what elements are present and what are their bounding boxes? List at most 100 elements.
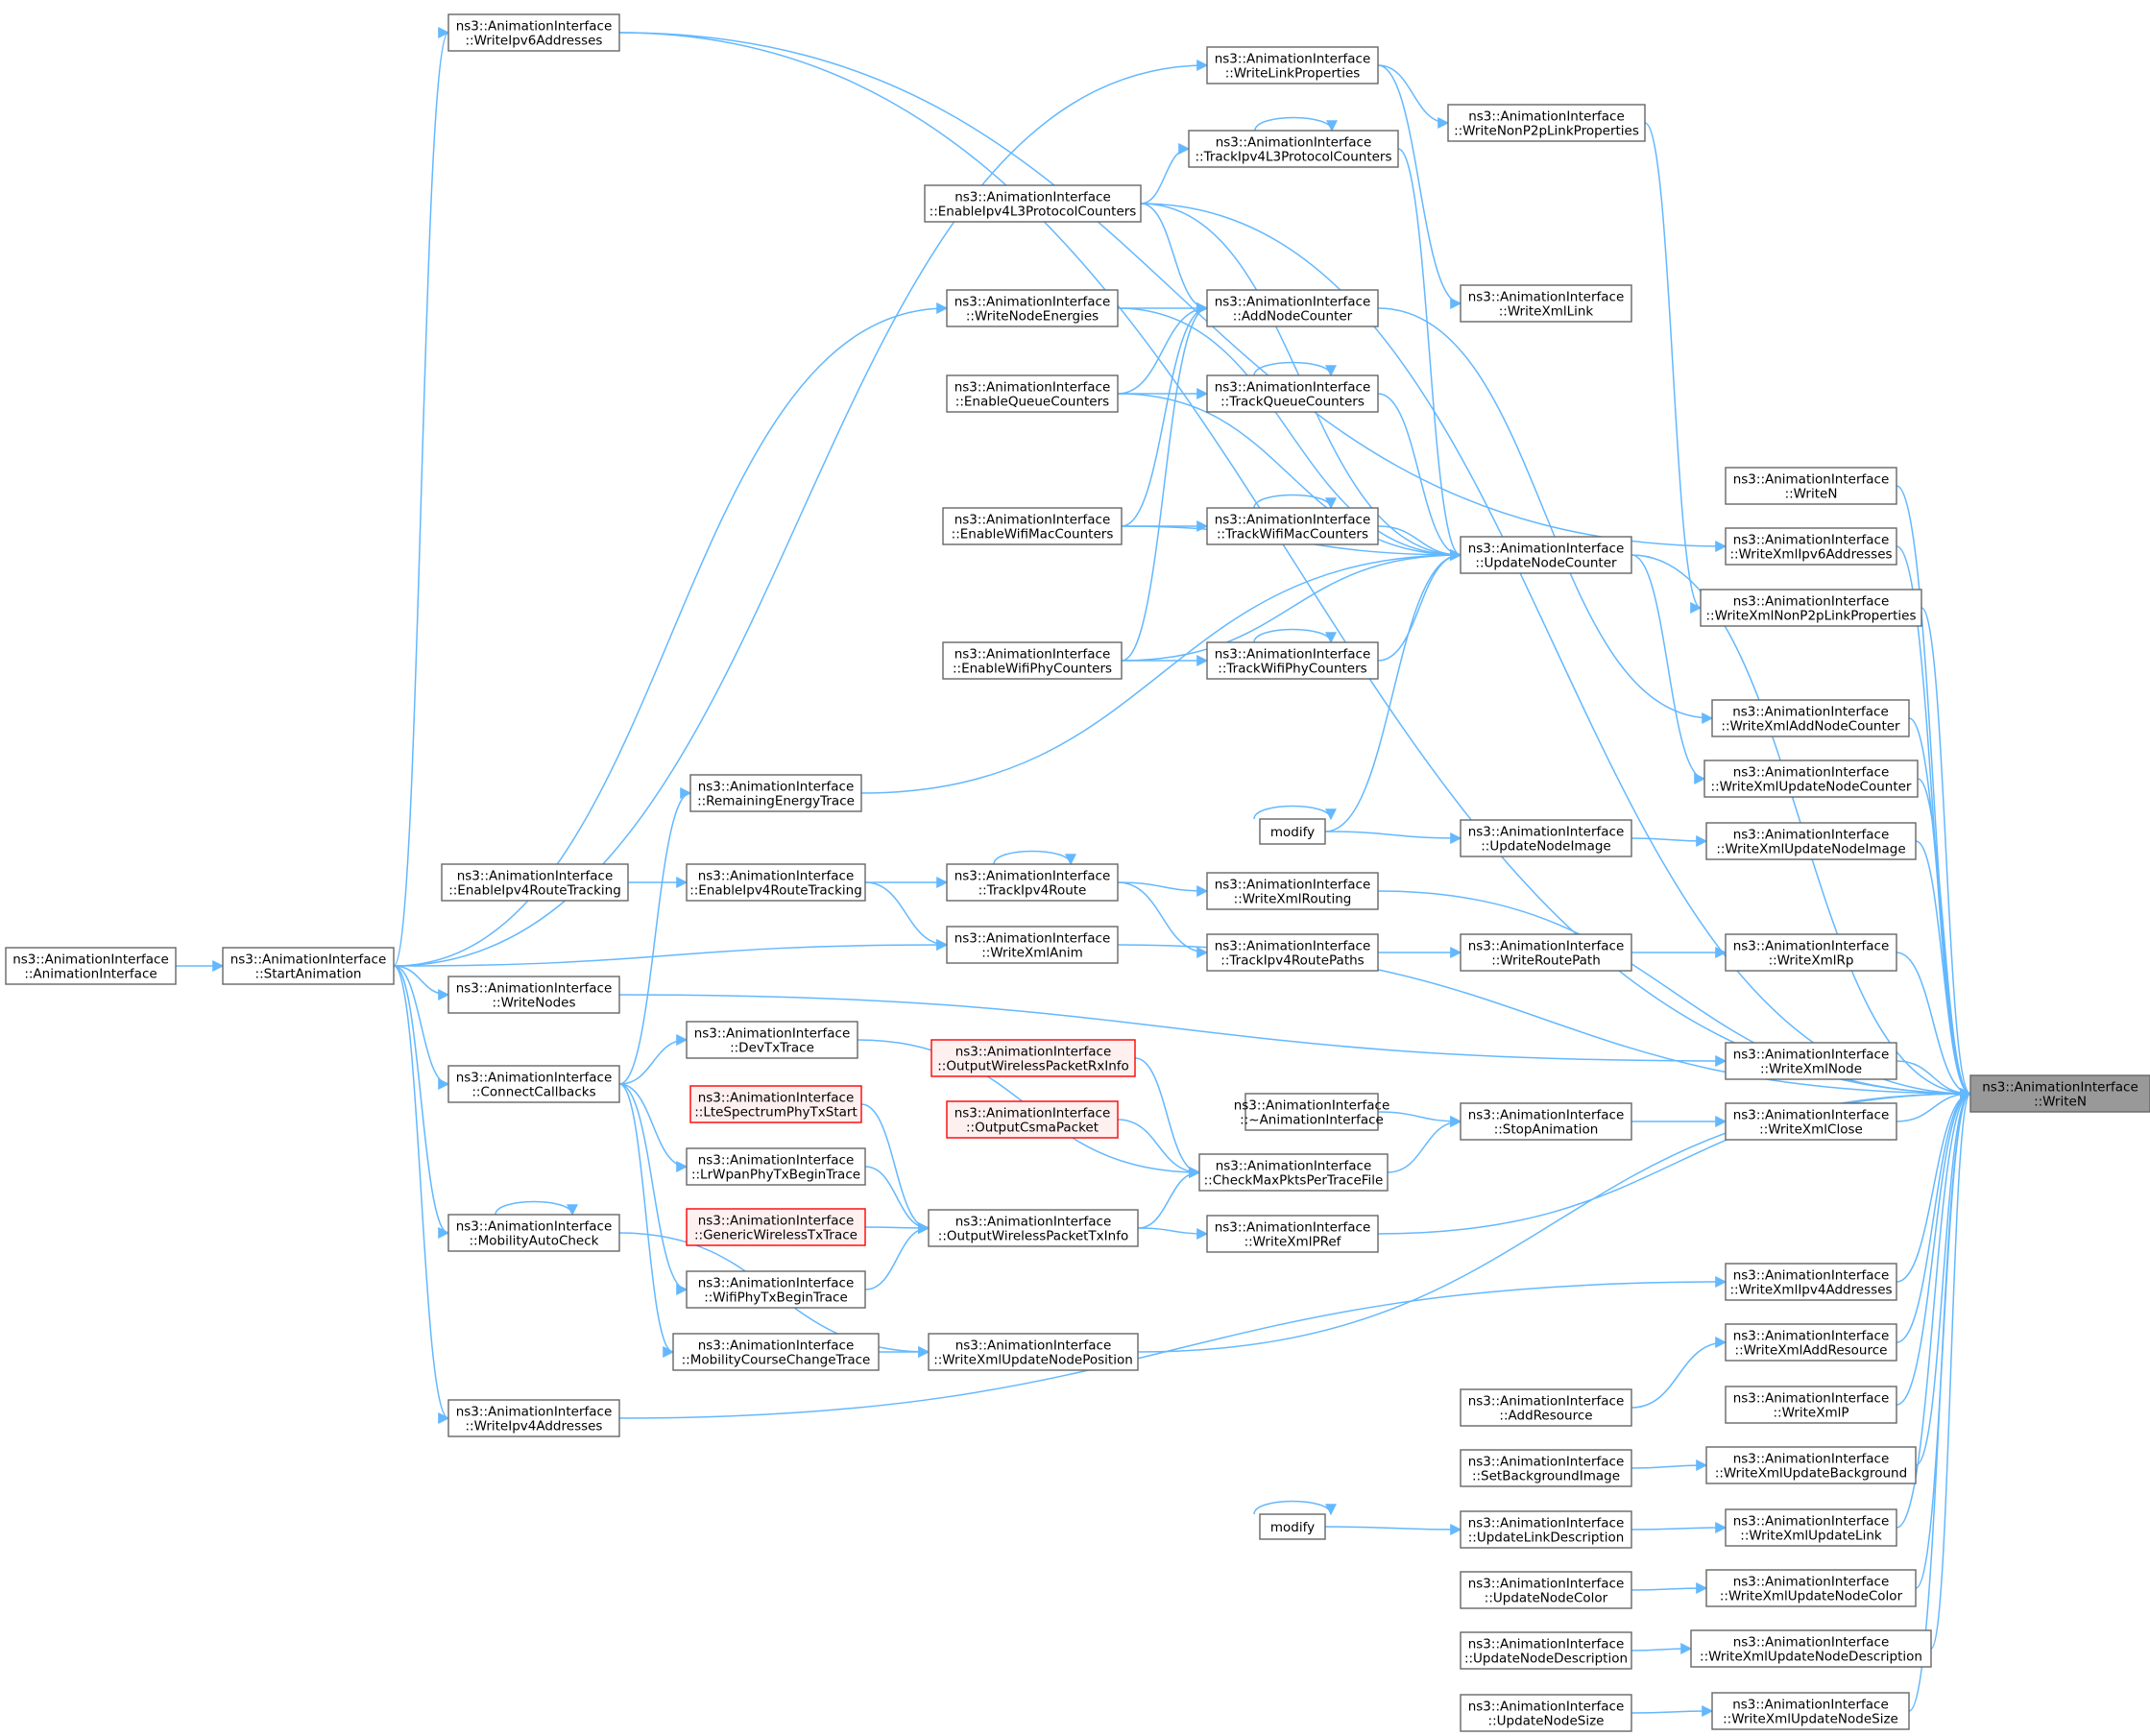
node-add-node-counter[interactable]: ns3::AnimationInterface::AddNodeCounter (1206, 289, 1379, 327)
node-write-n[interactable]: ns3::AnimationInterface::WriteN (1969, 1074, 2150, 1113)
node-write-xml-add-resource[interactable]: ns3::AnimationInterface::WriteXmlAddReso… (1725, 1323, 1897, 1362)
node-write-nodes[interactable]: ns3::AnimationInterface::WriteNodes (447, 976, 620, 1014)
node-update-node-image[interactable]: ns3::AnimationInterface::UpdateNodeImage (1460, 819, 1632, 857)
node-box (686, 1147, 866, 1186)
node-label: ::WriteXmlNode (1760, 1062, 1862, 1077)
node-r-write-n[interactable]: ns3::AnimationInterface::WriteN (1725, 467, 1897, 505)
node-output-wireless-packet-rx-info[interactable]: ns3::AnimationInterface::OutputWirelessP… (930, 1039, 1136, 1077)
node-output-csma-packet[interactable]: ns3::AnimationInterface::OutputCsmaPacke… (946, 1100, 1119, 1139)
node-label: ::WifiPhyTxBeginTrace (704, 1290, 848, 1306)
node-add-resource[interactable]: ns3::AnimationInterface::AddResource (1460, 1388, 1632, 1427)
node-anim-ctor[interactable]: ns3::AnimationInterface::AnimationInterf… (5, 947, 177, 985)
node-lr-wpan-phy-tx-begin-trace[interactable]: ns3::AnimationInterface::LrWpanPhyTxBegi… (686, 1147, 866, 1186)
node-update-node-counter[interactable]: ns3::AnimationInterface::UpdateNodeCount… (1460, 536, 1632, 574)
node-label: ::WriteXmlLink (1499, 304, 1594, 320)
node-enable-wifi-phy-counters[interactable]: ns3::AnimationInterface::EnableWifiPhyCo… (942, 641, 1123, 680)
node-mobility-course-change-trace[interactable]: ns3::AnimationInterface::MobilityCourseC… (672, 1333, 880, 1371)
node-mobility-auto-check[interactable]: ns3::AnimationInterface::MobilityAutoChe… (447, 1214, 620, 1252)
node-start-animation[interactable]: ns3::AnimationInterface::StartAnimation (222, 947, 395, 985)
edges (176, 27, 1972, 1718)
node-write-non-p2p-link-properties[interactable]: ns3::AnimationInterface::WriteNonP2pLink… (1447, 104, 1646, 142)
node-output-wireless-packet-tx-info[interactable]: ns3::AnimationInterface::OutputWirelessP… (928, 1209, 1139, 1247)
edge-write-xml-rp-to-write-n (1896, 952, 1972, 1099)
edge-track-ipv4-route-to-write-xml-routing (1117, 881, 1209, 897)
edge-enable-ipv4-l3-protocol-counters-to-track-ipv4-l3-protocol-counters (1140, 143, 1191, 205)
edge-output-csma-packet-to-check-max-pkts-per-trace-file (1117, 1119, 1201, 1178)
node-write-xml-p[interactable]: ns3::AnimationInterface::WriteXmlP (1725, 1386, 1897, 1424)
edge-track-wifi-mac-counters-to-update-node-counter (1377, 525, 1462, 561)
node-modify2[interactable]: modify (1259, 1513, 1326, 1540)
node-track-ipv4-route[interactable]: ns3::AnimationInterface::TrackIpv4Route (946, 863, 1119, 902)
node-update-node-description[interactable]: ns3::AnimationInterface::UpdateNodeDescr… (1460, 1631, 1632, 1670)
node-label: ns3::AnimationInterface (954, 1106, 1111, 1121)
node-enable-ipv4-route-tracking1[interactable]: ns3::AnimationInterface::EnableIpv4Route… (441, 863, 629, 902)
node-update-link-description[interactable]: ns3::AnimationInterface::UpdateLinkDescr… (1460, 1510, 1632, 1549)
node-write-xml-non-p2p-link-properties[interactable]: ns3::AnimationInterface::WriteXmlNonP2pL… (1700, 589, 1922, 627)
node-stop-animation[interactable]: ns3::AnimationInterface::StopAnimation (1460, 1102, 1632, 1141)
node-track-wifi-phy-counters[interactable]: ns3::AnimationInterface::TrackWifiPhyCou… (1206, 641, 1379, 680)
node-update-node-color[interactable]: ns3::AnimationInterface::UpdateNodeColor (1460, 1571, 1632, 1609)
node-set-background-image[interactable]: ns3::AnimationInterface::SetBackgroundIm… (1460, 1449, 1632, 1487)
node-label: ns3::AnimationInterface (954, 513, 1111, 528)
node-write-xml-update-node-image[interactable]: ns3::AnimationInterface::WriteXmlUpdateN… (1705, 822, 1917, 860)
edge-enable-wifi-phy-counters-to-update-node-counter (1121, 549, 1462, 662)
node-write-xml-routing[interactable]: ns3::AnimationInterface::WriteXmlRouting (1206, 872, 1379, 910)
node-connect-callbacks[interactable]: ns3::AnimationInterface::ConnectCallback… (447, 1065, 620, 1103)
node-write-xml-close[interactable]: ns3::AnimationInterface::WriteXmlClose (1725, 1102, 1897, 1141)
node-write-xml-update-node-color[interactable]: ns3::AnimationInterface::WriteXmlUpdateN… (1705, 1569, 1917, 1607)
edge-start-animation-to-write-nodes (393, 965, 450, 1001)
node-label: ns3::AnimationInterface (954, 190, 1111, 205)
node-write-route-path[interactable]: ns3::AnimationInterface::WriteRoutePath (1460, 933, 1632, 972)
node-write-node-energies[interactable]: ns3::AnimationInterface::WriteNodeEnergi… (946, 289, 1119, 327)
node-dev-tx-trace[interactable]: ns3::AnimationInterface::DevTxTrace (686, 1021, 858, 1059)
node-write-ipv4-addresses[interactable]: ns3::AnimationInterface::WriteIpv4Addres… (447, 1399, 620, 1437)
node-write-xml-update-node-position[interactable]: ns3::AnimationInterface::WriteXmlUpdateN… (928, 1333, 1139, 1371)
node-write-link-properties[interactable]: ns3::AnimationInterface::WriteLinkProper… (1206, 46, 1379, 84)
node-destructor[interactable]: ns3::AnimationInterface::~AnimationInter… (1234, 1093, 1390, 1131)
node-write-xml-anim[interactable]: ns3::AnimationInterface::WriteXmlAnim (946, 926, 1119, 964)
node-write-xml-update-link[interactable]: ns3::AnimationInterface::WriteXmlUpdateL… (1725, 1508, 1897, 1547)
node-write-xml-node[interactable]: ns3::AnimationInterface::WriteXmlNode (1725, 1042, 1897, 1080)
node-label: ns3::AnimationInterface (230, 952, 387, 968)
node-box (1725, 1386, 1897, 1424)
node-label: ::WriteNodes (492, 996, 575, 1011)
node-write-xml-update-node-description[interactable]: ns3::AnimationInterface::WriteXmlUpdateN… (1690, 1629, 1932, 1668)
node-box (1711, 1692, 1910, 1730)
node-label: ns3::AnimationInterface (1733, 1635, 1890, 1651)
node-write-xml-update-node-counter[interactable]: ns3::AnimationInterface::WriteXmlUpdateN… (1703, 760, 1919, 798)
node-check-max-pkts-per-trace-file[interactable]: ns3::AnimationInterface::CheckMaxPktsPer… (1198, 1153, 1389, 1192)
node-box (1700, 589, 1922, 627)
node-box (1460, 1510, 1632, 1549)
node-enable-queue-counters[interactable]: ns3::AnimationInterface::EnableQueueCoun… (946, 374, 1119, 413)
node-label: ::WriteXmlRp (1769, 953, 1854, 969)
node-lte-spectrum-phy-tx-start[interactable]: ns3::AnimationInterface::LteSpectrumPhyT… (689, 1085, 862, 1123)
node-write-xml-update-node-size[interactable]: ns3::AnimationInterface::WriteXmlUpdateN… (1711, 1692, 1910, 1730)
node-remaining-energy-trace[interactable]: ns3::AnimationInterface::RemainingEnergy… (689, 774, 862, 812)
node-generic-wireless-tx-trace[interactable]: ns3::AnimationInterface::GenericWireless… (686, 1208, 866, 1246)
node-write-xml-add-node-counter[interactable]: ns3::AnimationInterface::WriteXmlAddNode… (1711, 699, 1910, 737)
edge-add-node-counter-to-write-xml-add-node-counter (1377, 307, 1714, 724)
node-label: ns3::AnimationInterface (698, 1214, 855, 1229)
node-write-xml-ipv4-addresses[interactable]: ns3::AnimationInterface::WriteXmlIpv4Add… (1725, 1263, 1897, 1301)
node-label: ns3::AnimationInterface (1732, 1698, 1889, 1713)
node-write-xml-ipv6-addresses[interactable]: ns3::AnimationInterface::WriteXmlIpv6Add… (1725, 527, 1897, 566)
node-enable-ipv4-route-tracking2[interactable]: ns3::AnimationInterface::EnableIpv4Route… (686, 863, 866, 902)
node-label: ::WriteXmlIpv4Addresses (1729, 1283, 1892, 1298)
node-write-ipv6-addresses[interactable]: ns3::AnimationInterface::WriteIpv6Addres… (447, 13, 620, 52)
node-track-ipv4-l3-protocol-counters[interactable]: ns3::AnimationInterface::TrackIpv4L3Prot… (1188, 130, 1399, 168)
node-update-node-size[interactable]: ns3::AnimationInterface::UpdateNodeSize (1460, 1694, 1632, 1732)
node-write-xml-update-background[interactable]: ns3::AnimationInterface::WriteXmlUpdateB… (1705, 1446, 1917, 1484)
node-label: ::UpdateLinkDescription (1468, 1531, 1625, 1546)
node-track-wifi-mac-counters[interactable]: ns3::AnimationInterface::TrackWifiMacCou… (1206, 507, 1379, 545)
node-enable-wifi-mac-counters[interactable]: ns3::AnimationInterface::EnableWifiMacCo… (942, 507, 1123, 545)
node-write-xml-rp[interactable]: ns3::AnimationInterface::WriteXmlRp (1725, 933, 1897, 972)
node-track-queue-counters[interactable]: ns3::AnimationInterface::TrackQueueCount… (1206, 374, 1379, 413)
node-enable-ipv4-l3-protocol-counters[interactable]: ns3::AnimationInterface::EnableIpv4L3Pro… (924, 184, 1142, 223)
node-write-xml-p-ref[interactable]: ns3::AnimationInterface::WriteXmlPRef (1206, 1215, 1379, 1253)
node-modify1[interactable]: modify (1259, 818, 1326, 845)
node-box (686, 863, 866, 902)
edge-check-max-pkts-per-trace-file-to-stop-animation (1387, 1116, 1462, 1173)
node-wifi-phy-tx-begin-trace[interactable]: ns3::AnimationInterface::WifiPhyTxBeginT… (686, 1270, 866, 1309)
node-track-ipv4-route-paths[interactable]: ns3::AnimationInterface::TrackIpv4RouteP… (1206, 933, 1379, 972)
node-write-xml-link[interactable]: ns3::AnimationInterface::WriteXmlLink (1460, 284, 1632, 323)
